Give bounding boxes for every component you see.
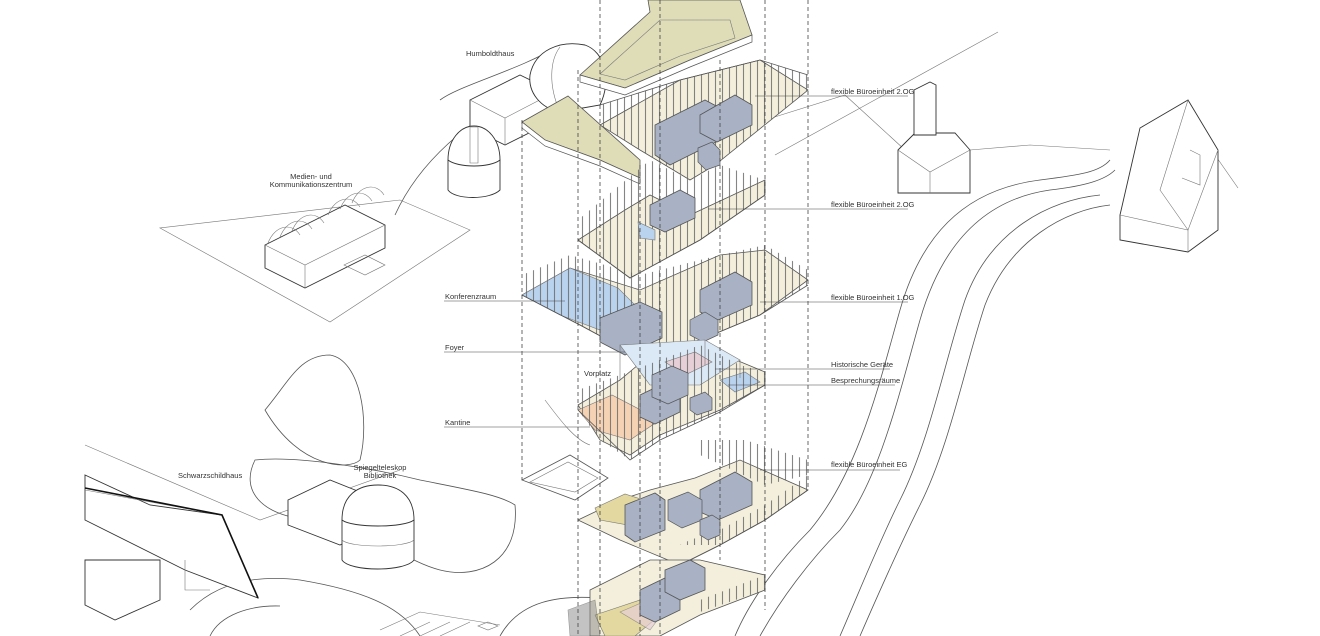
label-buero-2og-upper: flexible Büroeinheit 2.OG [831,87,915,96]
label-historische-geraete: Historische Geräte [831,360,894,369]
level-eg [521,440,809,566]
observatory-dome-small [447,125,501,198]
label-konferenzraum: Konferenzraum [445,292,497,301]
label-besprechungsraeume: Besprechungsräume [831,376,901,385]
label-schwarzschildhaus: Schwarzschildhaus [178,471,243,480]
label-foyer: Foyer [445,343,465,352]
level-1og [521,245,809,356]
label-humboldthaus: Humboldthaus [466,49,515,58]
spiegelteleskop-bibliothek-building [287,479,415,570]
leader-lines [444,95,908,471]
label-buero-eg: flexible Büroeinheit EG [831,460,908,469]
label-medien-line1: Medien- und [290,172,332,181]
house-right-large [1119,99,1219,253]
label-kantine: Kantine [445,418,471,427]
site-context [84,31,1239,636]
projection-lines [521,0,809,636]
level-foyer [577,339,766,461]
label-vorplatz: Vorplatz [584,369,612,378]
level-2og-lower [577,160,766,279]
label-bibliothek: Bibliothek [363,471,397,480]
roof-upper [579,0,753,96]
label-buero-2og-lower: flexible Büroeinheit 2.OG [831,200,915,209]
medien-kommunikationszentrum-building [264,186,386,289]
schwarzschildhaus-building [84,474,259,621]
label-buero-1og: flexible Büroeinheit 1.OG [831,293,915,302]
label-medien-line2: Kommunikationszentrum [269,180,353,189]
house-right-small [897,81,971,194]
level-lowest [379,559,766,636]
level-2og-upper [599,59,809,181]
label-spiegelteleskop: Spiegelteleskop [353,463,407,472]
